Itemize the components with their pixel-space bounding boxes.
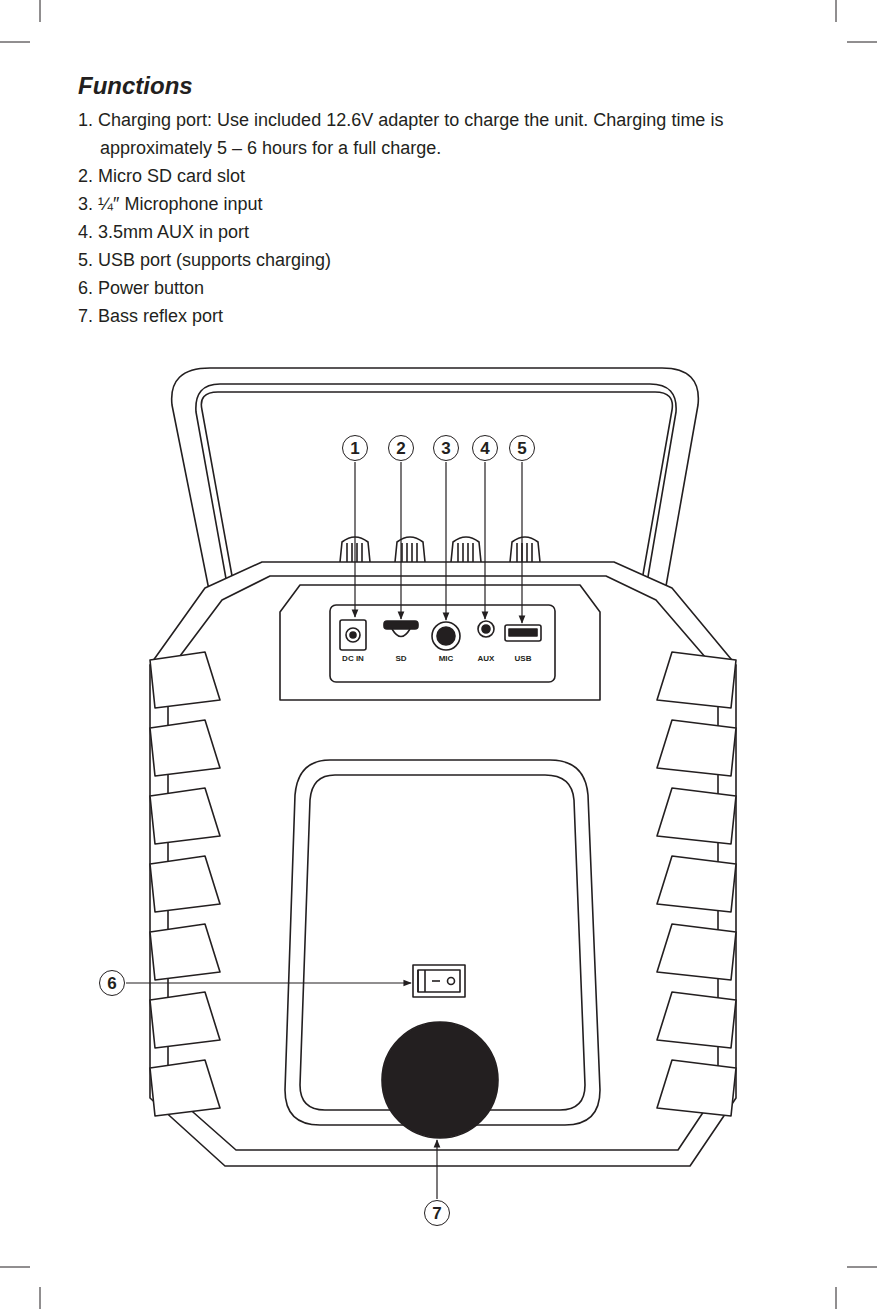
function-item: 7. Bass reflex port	[78, 302, 820, 330]
port-label: MIC	[426, 654, 466, 663]
callout-circle: 1	[342, 435, 368, 461]
port-label: SD	[381, 654, 421, 663]
port-panel	[280, 585, 600, 700]
callout-number: 7	[432, 1205, 441, 1222]
bass-port	[382, 1022, 498, 1138]
leader-lines	[126, 462, 522, 1199]
callout-number: 2	[396, 440, 405, 457]
usb-port	[505, 625, 541, 641]
sd-slot	[384, 621, 418, 629]
callout-circle: 2	[388, 435, 414, 461]
heading: Functions	[78, 72, 193, 100]
function-item: 6. Power button	[78, 274, 820, 302]
callout-number: 1	[350, 440, 359, 457]
function-item: 1. Charging port: Use included 12.6V ada…	[78, 106, 820, 162]
callout-circle: 7	[424, 1200, 450, 1226]
function-item: 3. ¼″ Microphone input	[78, 190, 820, 218]
function-item: 2. Micro SD card slot	[78, 162, 820, 190]
port-label: DC IN	[333, 654, 373, 663]
function-item: 5. USB port (supports charging)	[78, 246, 820, 274]
callout-circle: 3	[433, 435, 459, 461]
speaker-body	[150, 562, 736, 1166]
callout-circle: 6	[99, 970, 125, 996]
callout-number: 3	[441, 440, 450, 457]
callout-number: 6	[107, 975, 116, 992]
callout-circle: 4	[472, 435, 498, 461]
power-switch	[413, 965, 465, 997]
mic-jack	[432, 622, 460, 650]
function-item: 4. 3.5mm AUX in port	[78, 218, 820, 246]
callout-circle: 5	[509, 435, 535, 461]
callout-number: 5	[517, 440, 526, 457]
aux-jack	[478, 621, 494, 637]
port-label: USB	[503, 654, 543, 663]
dc-in-port	[340, 620, 366, 650]
callout-number: 4	[480, 440, 489, 457]
port-label: AUX	[466, 654, 506, 663]
